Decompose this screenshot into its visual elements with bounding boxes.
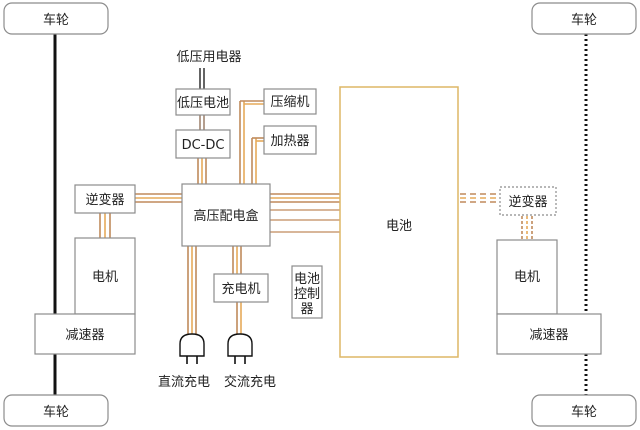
svg-text:低压电池: 低压电池	[177, 96, 229, 111]
right-inverter: 逆变器	[499, 186, 557, 216]
svg-text:车轮: 车轮	[43, 404, 69, 420]
svg-text:电池: 电池	[386, 219, 412, 234]
ac-charging-plug-icon	[227, 333, 253, 364]
svg-text:车轮: 车轮	[571, 404, 597, 420]
charger-leads	[232, 246, 242, 334]
svg-text:逆变器: 逆变器	[508, 194, 547, 210]
right-reducer: 减速器	[496, 313, 602, 355]
svg-text:车轮: 车轮	[43, 12, 69, 28]
svg-text:电池: 电池	[294, 272, 320, 287]
left-reducer: 减速器	[34, 313, 136, 355]
left-motor: 电机	[74, 237, 136, 315]
traction-battery: 电池	[339, 86, 459, 358]
wheel-top-left: 车轮	[3, 2, 109, 35]
bms-signal-lines	[270, 209, 340, 233]
svg-text:逆变器: 逆变器	[85, 192, 124, 208]
left-inverter: 逆变器	[74, 184, 136, 214]
lv-battery: 低压电池	[175, 88, 231, 116]
dcdc-converter: DC-DC	[175, 129, 231, 159]
battery-controller: 电池 控制 器	[291, 265, 323, 319]
right-inverter-motor-leads	[521, 216, 533, 240]
wheel-top-right: 车轮	[531, 2, 637, 35]
svg-text:充电机: 充电机	[221, 281, 260, 297]
onboard-charger: 充电机	[213, 273, 269, 303]
left-inverter-motor-leads	[99, 212, 111, 238]
hv-distribution-box: 高压配电盒	[181, 183, 271, 247]
hv-bus-left	[135, 193, 182, 203]
svg-text:压缩机: 压缩机	[270, 94, 309, 110]
ac-charging-label: 交流充电	[224, 374, 276, 390]
compressor-heater-leads	[239, 100, 264, 184]
svg-text:加热器: 加热器	[270, 134, 309, 149]
wheel-bottom-left: 车轮	[3, 394, 109, 427]
svg-text:电机: 电机	[92, 270, 118, 285]
dc-charging-plug-icon	[179, 333, 205, 364]
svg-text:车轮: 车轮	[571, 12, 597, 28]
compressor: 压缩机	[263, 88, 317, 115]
wheel-bottom-right: 车轮	[531, 394, 637, 427]
svg-text:减速器: 减速器	[529, 328, 568, 343]
right-motor: 电机	[496, 239, 558, 315]
svg-text:器: 器	[300, 302, 313, 317]
svg-text:DC-DC: DC-DC	[182, 138, 225, 153]
svg-text:高压配电盒: 高压配电盒	[193, 208, 258, 224]
lv-appliance-leads	[197, 68, 207, 184]
dc-charging-leads	[187, 246, 197, 334]
heater: 加热器	[263, 125, 317, 155]
svg-text:电机: 电机	[514, 270, 540, 285]
svg-text:控制: 控制	[294, 287, 320, 302]
dc-charging-label: 直流充电	[158, 374, 210, 390]
lv-appliances-label: 低压用电器	[176, 50, 241, 65]
svg-text:减速器: 减速器	[65, 328, 104, 343]
